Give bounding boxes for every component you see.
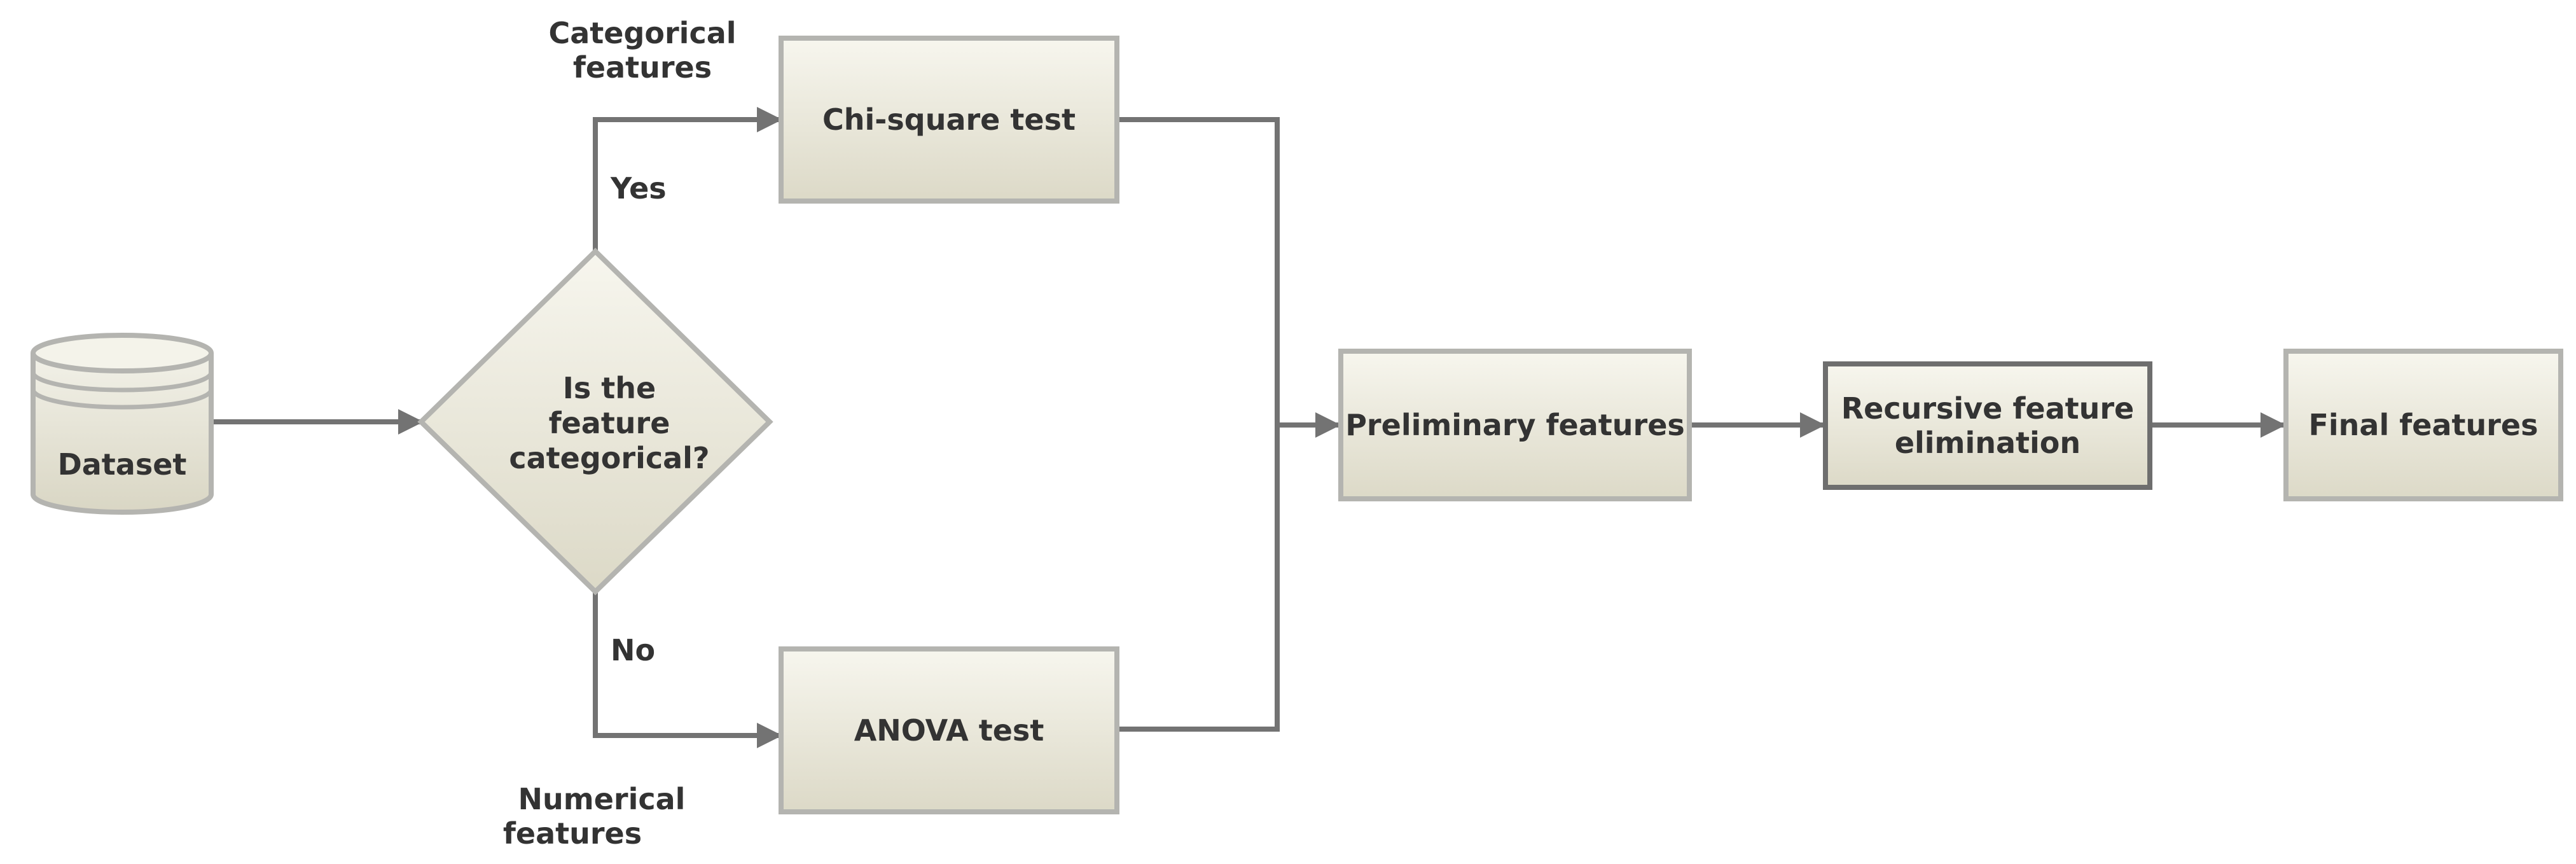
rfe-label-line-2: elimination: [1895, 426, 2081, 460]
preliminary-features-label: Preliminary features: [1345, 408, 1685, 442]
decision-label-line-2: feature: [549, 406, 670, 440]
edge-decision-to-chi-square: [593, 107, 782, 251]
dataset-label: Dataset: [58, 447, 187, 482]
categorical-features-label-line-1: Categorical: [548, 16, 736, 50]
numerical-features-label-line-2: features: [503, 816, 642, 851]
final-features-label: Final features: [2308, 408, 2538, 442]
chi-square-node: Chi-square test: [779, 36, 1119, 204]
rfe-label-line-1: Recursive feature: [1841, 391, 2135, 426]
final-features-node: Final features: [2283, 349, 2563, 501]
chi-square-label: Chi-square test: [822, 102, 1076, 137]
no-label: No: [611, 633, 655, 667]
rfe-node: Recursive feature elimination: [1823, 361, 2152, 490]
categorical-features-label-line-2: features: [573, 50, 712, 85]
edge-anova-to-merge: [1117, 425, 1280, 732]
decision-label-line-1: Is the: [563, 371, 656, 405]
decision-node: Is the feature categorical?: [417, 247, 773, 596]
preliminary-features-node: Preliminary features: [1338, 349, 1692, 501]
edge-decision-to-anova: [593, 592, 782, 748]
yes-label: Yes: [610, 171, 667, 206]
numerical-features-label-line-1: Numerical: [518, 782, 686, 816]
decision-label-line-3: categorical?: [509, 441, 709, 475]
edge-chi-square-to-merge: [1117, 117, 1280, 425]
anova-label: ANOVA test: [854, 713, 1044, 748]
dataset-node: Dataset: [31, 333, 214, 515]
anova-node: ANOVA test: [779, 646, 1119, 814]
